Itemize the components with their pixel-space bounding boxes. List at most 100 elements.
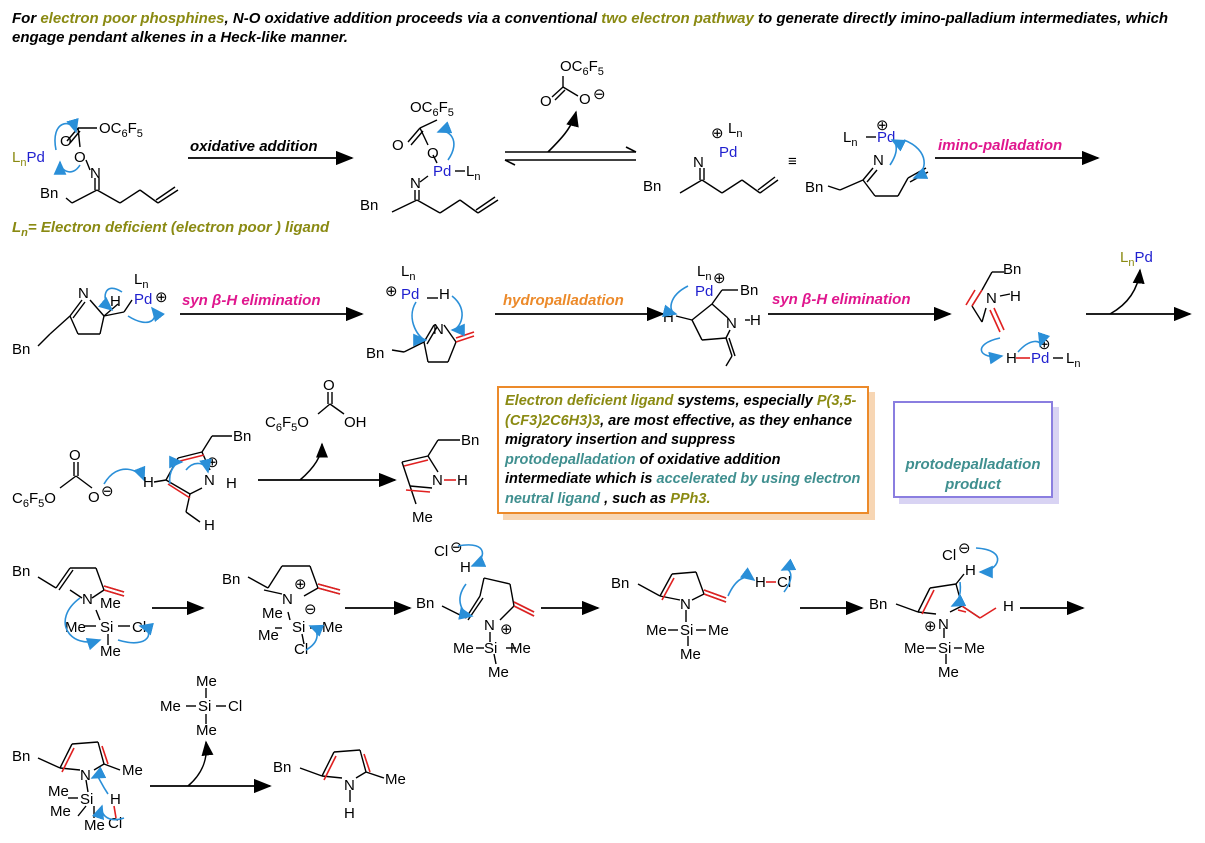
atom-si: Si xyxy=(938,640,951,657)
atom-ln: Ln xyxy=(401,263,415,283)
atom-h: H xyxy=(439,286,450,303)
atom-cl: Cl xyxy=(108,815,122,832)
label-syn-beta-h-2: syn β-H elimination xyxy=(772,291,911,308)
equilibrium-arrows xyxy=(504,110,637,166)
atom-pd: Pd xyxy=(719,144,737,161)
atom-n: N xyxy=(204,472,215,489)
atom-oc6f5: OC6F5 xyxy=(560,58,604,78)
atom-n: N xyxy=(344,777,355,794)
minus-charge: ⊖ xyxy=(593,86,606,103)
atom-o: O xyxy=(88,489,100,506)
atom-h: H xyxy=(344,805,355,822)
protodepalladation-product-box: protodepalladation product xyxy=(893,401,1053,498)
atom-bn: Bn xyxy=(366,345,384,362)
atom-me: Me xyxy=(160,698,181,715)
plus-charge: ⊕ xyxy=(500,621,513,638)
atom-me: Me xyxy=(100,595,121,612)
atom-n: N xyxy=(484,617,495,634)
atom-me: Me xyxy=(48,783,69,800)
atom-n: N xyxy=(873,152,884,169)
pd-hydride-pyrroline: ⊕ Ln Pd H N Bn xyxy=(366,263,475,363)
atom-si: Si xyxy=(292,619,305,636)
atom-bn: Bn xyxy=(805,179,823,196)
pd-h-exomethylene-pyrroline: Bn N H ⊕ H Pd Ln xyxy=(965,261,1080,370)
atom-o-ester: O xyxy=(74,149,86,166)
silicate-ammonium-complex: Bn ⊕ N ⊖ Me Si Me Me Cl xyxy=(222,565,343,658)
lnpd-release: LnPd xyxy=(1086,249,1192,322)
atom-cl: Cl xyxy=(294,641,308,658)
atom-bn: Bn xyxy=(12,748,30,765)
atom-pd: Pd xyxy=(1031,350,1049,367)
n-silyl-pyrrole-hcl: Bn N Me Me Si H Me Me Cl xyxy=(12,741,143,834)
atom-o: O xyxy=(427,145,439,162)
atom-si: Si xyxy=(484,640,497,657)
atom-bn: Bn xyxy=(869,596,887,613)
atom-o: O xyxy=(323,377,335,394)
atom-bn: Bn xyxy=(643,178,661,195)
enamine-tmscl-complex: Bn N Me Me Si Cl Me xyxy=(12,563,154,660)
atom-pd: Pd xyxy=(433,163,451,180)
atom-me: Me xyxy=(488,664,509,681)
atom-ln: Ln xyxy=(697,263,711,283)
atom-cl: Cl xyxy=(942,547,956,564)
header-text: For electron poor phosphines, N-O oxidat… xyxy=(12,10,1169,46)
carbonic-acid-release: O C6F5O OH xyxy=(258,377,397,488)
atom-n: N xyxy=(432,472,443,489)
atom-me: Me xyxy=(322,619,343,636)
atom-lnpd: LnPd xyxy=(12,149,45,169)
atom-oc6f5-2: OC6F5 xyxy=(410,99,454,119)
pentafluorophenyl-carbonate-anion: OC6F5 O O ⊖ xyxy=(540,58,606,110)
atom-bn: Bn xyxy=(273,759,291,776)
atom-bn: Bn xyxy=(611,575,629,592)
atom-n: N xyxy=(78,285,89,302)
atom-n: N xyxy=(726,315,737,332)
atom-me: Me xyxy=(646,622,667,639)
atom-si: Si xyxy=(80,791,93,808)
atom-si: Si xyxy=(100,619,113,636)
pyrrole-product: Bn N H Me xyxy=(401,432,479,526)
pyrrolium-intermediate: H Bn ⊕ N H H xyxy=(143,428,251,534)
atom-c6f5o: C6F5O xyxy=(12,490,56,510)
atom-h: H xyxy=(110,293,121,310)
atom-h: H xyxy=(226,475,237,492)
label-hydropalladation: hydropalladation xyxy=(503,292,624,309)
atom-me: Me xyxy=(412,509,433,526)
label-oxidative-addition: oxidative addition xyxy=(190,138,318,155)
atom-cl: Cl xyxy=(434,543,448,560)
alkyl-pd-pyrroline: N H Ln Pd ⊕ Bn xyxy=(12,271,168,358)
atom-n: N xyxy=(82,591,93,608)
atom-oh: OH xyxy=(344,414,367,431)
atom-bn: Bn xyxy=(12,341,30,358)
atom-ln: Ln xyxy=(134,271,148,291)
atom-me: Me xyxy=(50,803,71,820)
plus-charge: ⊕ xyxy=(294,576,307,593)
atom-bn: Bn xyxy=(12,563,30,580)
ligand-note: Ln= Electron deficient (electron poor ) … xyxy=(12,219,330,239)
atom-me: Me xyxy=(453,640,474,657)
atom-o: O xyxy=(579,91,591,108)
atom-n-oxime: N xyxy=(90,165,101,182)
atom-o: O xyxy=(540,93,552,110)
atom-bn: Bn xyxy=(461,432,479,449)
atom-lnpd: LnPd xyxy=(1120,249,1153,269)
carbonate-anion-deprotonation: O C6F5O O ⊖ xyxy=(12,447,146,510)
minus-charge: ⊖ xyxy=(101,483,114,500)
atom-me: Me xyxy=(708,622,729,639)
atom-me: Me xyxy=(122,762,143,779)
atom-h: H xyxy=(755,574,766,591)
plus-charge: ⊕ xyxy=(876,117,889,134)
atom-n: N xyxy=(693,154,704,171)
atom-h: H xyxy=(110,791,121,808)
atom-h: H xyxy=(965,562,976,579)
plus-charge: ⊕ xyxy=(385,283,398,300)
atom-si: Si xyxy=(198,698,211,715)
atom-h: H xyxy=(750,312,761,329)
atom-me: Me xyxy=(904,640,925,657)
plus-charge: ⊕ xyxy=(713,270,726,287)
atom-me: Me xyxy=(84,817,105,834)
atom-me: Me xyxy=(680,646,701,663)
atom-ln: Ln xyxy=(728,120,742,140)
atom-me: Me xyxy=(938,664,959,681)
minus-charge: ⊖ xyxy=(958,540,971,557)
atom-n: N xyxy=(680,596,691,613)
